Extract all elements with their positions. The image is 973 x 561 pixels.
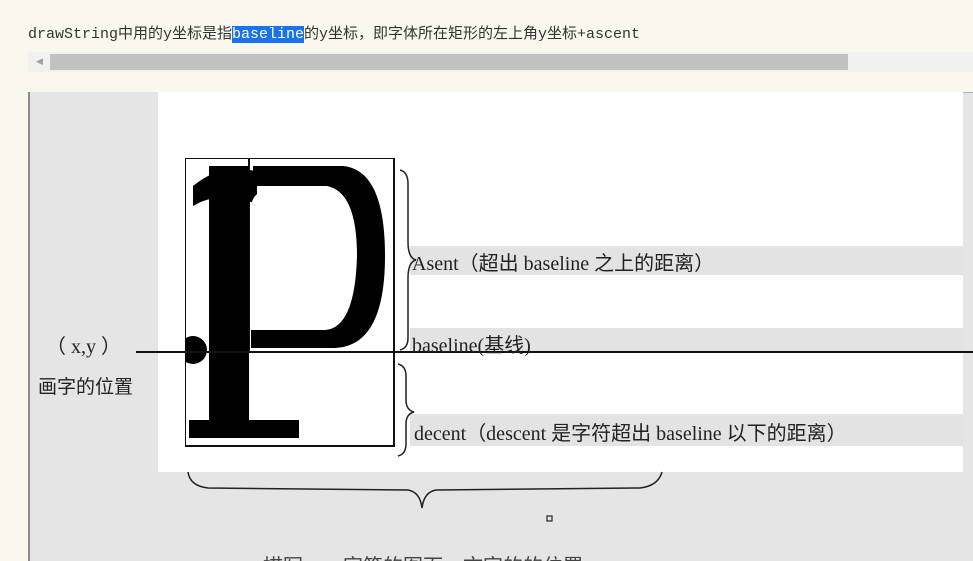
origin-dot xyxy=(185,336,207,364)
cut-off-caption: ...... 描写 ...... 字符的图面，文字的的位置 xyxy=(228,550,583,561)
glyph-p-illustration xyxy=(185,158,395,447)
code-text-after: 的y坐标，即字体所在矩形的左上角y坐标+ascent xyxy=(304,26,641,43)
descent-label: decent（descent 是字符超出 baseline 以下的距离） xyxy=(414,423,847,445)
code-text-line: drawString中用的y坐标是指baseline的y坐标，即字体所在矩形的左… xyxy=(28,22,640,43)
baseline-label: baseline(基线) xyxy=(412,335,531,357)
baseline-stripe xyxy=(410,328,963,352)
width-brace xyxy=(187,471,663,509)
small-square-marker xyxy=(546,515,553,522)
draw-position-label: 画字的位置 xyxy=(38,376,134,398)
descent-brace xyxy=(397,363,415,457)
figure-annotations xyxy=(136,92,973,522)
glyph-bounding-box xyxy=(185,158,395,447)
horizontal-scrollbar[interactable]: ◀ xyxy=(28,52,973,72)
ascent-label: Asent（超出 baseline 之上的距离） xyxy=(412,253,715,275)
selected-word-baseline[interactable]: baseline xyxy=(232,26,305,43)
ascent-stripe xyxy=(410,246,963,275)
letter-p-shape xyxy=(189,166,385,438)
xy-coordinate-label: （ x,y ） xyxy=(46,336,121,358)
figure-left-border xyxy=(28,92,30,561)
scrollbar-thumb[interactable] xyxy=(50,54,848,70)
scroll-left-arrow-icon[interactable]: ◀ xyxy=(36,57,43,67)
ascent-brace xyxy=(399,169,417,351)
figure-canvas xyxy=(158,92,963,472)
font-metrics-figure: （ x,y ） 画字的位置 Asent（超出 baseline 之上的距离） b… xyxy=(28,92,973,561)
descent-stripe xyxy=(410,414,963,446)
code-text-before: drawString中用的y坐标是指 xyxy=(28,26,233,43)
